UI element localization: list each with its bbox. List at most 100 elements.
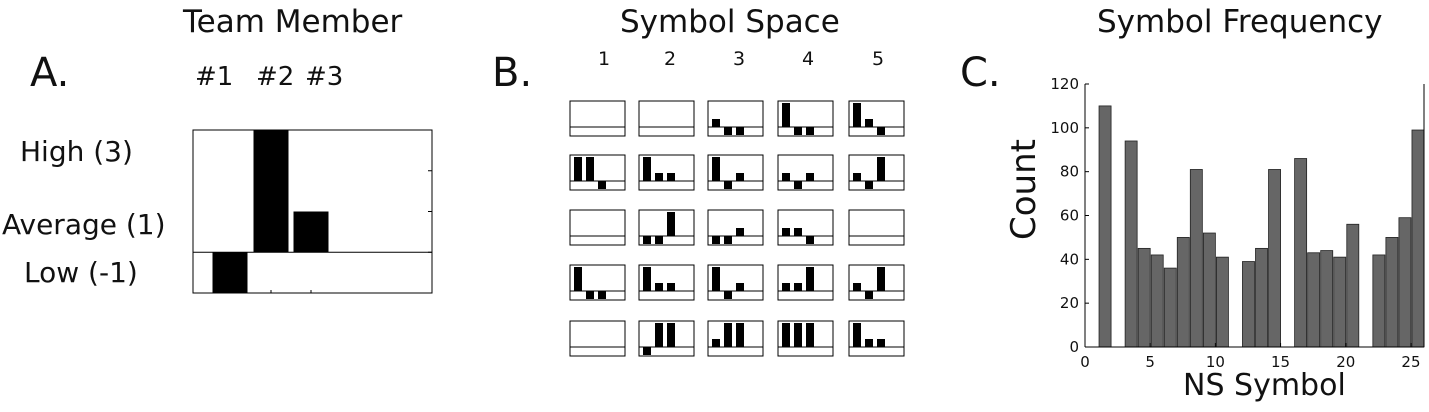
symbol-cell-r4-c3 (707, 264, 764, 301)
histogram-bar-3 (1124, 140, 1138, 348)
y-tick-label: 0 (1069, 338, 1079, 356)
symbol-bar (794, 228, 802, 236)
symbol-bar (782, 103, 790, 127)
symbol-cell-frame (848, 154, 905, 191)
member-label-1: #1 (195, 62, 234, 92)
level-label-high: High (3) (20, 135, 133, 168)
symbol-cell-r5-c3 (707, 320, 764, 357)
symbol-bar (574, 267, 582, 291)
symbol-bar (865, 119, 873, 127)
symbol-cell-r1-c5 (848, 100, 905, 137)
symbol-bar (806, 127, 814, 135)
member-label-2: #2 (256, 62, 295, 92)
panel-a-bar-1 (212, 252, 248, 293)
symbol-cell-r5-c2 (638, 320, 695, 357)
symbol-bar (712, 339, 720, 347)
symbol-bar (877, 339, 885, 347)
symbol-bar (724, 181, 732, 189)
x-tick-label: 10 (1206, 353, 1225, 371)
symbol-cell-frame (848, 209, 905, 246)
histogram-bar-18 (1320, 250, 1334, 348)
histogram-bar-12 (1242, 261, 1255, 348)
symbol-bar (865, 181, 873, 189)
column-label-4: 4 (802, 48, 815, 70)
symbol-cell-r5-c5 (848, 320, 905, 357)
symbol-bar (655, 283, 663, 291)
symbol-cell-r2-c4 (777, 154, 834, 191)
histogram-bar-1 (1098, 105, 1112, 348)
panel-b-letter: B. (492, 50, 533, 96)
symbol-cell-frame (848, 264, 905, 301)
histogram-bar-4 (1137, 247, 1151, 348)
symbol-bar (877, 267, 885, 291)
symbol-cell-r2-c1 (569, 154, 626, 191)
symbol-bar (712, 157, 720, 181)
symbol-bar (877, 157, 885, 181)
symbol-bar (853, 173, 861, 181)
symbol-cell-r3-c3 (707, 209, 764, 246)
symbol-bar (667, 283, 675, 291)
panel-c-letter: C. (960, 50, 1001, 96)
symbol-cell-r3-c1 (569, 209, 626, 246)
histogram-bar-6 (1163, 267, 1177, 348)
histogram-bar-16 (1294, 158, 1308, 348)
symbol-bar (724, 127, 732, 135)
y-tick-label: 120 (1050, 75, 1079, 93)
symbol-bar (712, 267, 720, 291)
symbol-bar (806, 267, 814, 291)
symbol-bar (643, 157, 651, 181)
histogram-bar-24 (1398, 217, 1412, 348)
symbol-cell-r1-c3 (707, 100, 764, 137)
histogram-bar-19 (1333, 256, 1347, 348)
symbol-cell-r2-c3 (707, 154, 764, 191)
histogram-bar-25 (1411, 129, 1425, 348)
symbol-bar (667, 212, 675, 236)
symbol-bar (736, 323, 744, 347)
symbol-bar (724, 236, 732, 244)
y-tick-label: 40 (1060, 250, 1079, 268)
x-tick-label: 20 (1336, 353, 1355, 371)
histogram-bar-13 (1255, 247, 1268, 348)
y-tick-label: 80 (1060, 163, 1079, 181)
symbol-cell-r2-c2 (638, 154, 695, 191)
symbol-bar (782, 228, 790, 236)
symbol-bar (586, 291, 594, 299)
column-label-5: 5 (872, 48, 885, 70)
level-label-low: Low (-1) (24, 256, 138, 289)
symbol-cell-frame (569, 320, 626, 357)
symbol-cell-r5-c1 (569, 320, 626, 357)
panel-a-bar-2 (253, 130, 289, 253)
histogram-bar-20 (1346, 223, 1360, 348)
symbol-cell-frame (569, 209, 626, 246)
symbol-bar (865, 339, 873, 347)
symbol-cell-r1-c1 (569, 100, 626, 137)
symbol-bar (724, 291, 732, 299)
symbol-cell-frame (707, 320, 764, 357)
symbol-bar (736, 283, 744, 291)
histogram-bar-14 (1268, 169, 1281, 348)
symbol-cell-frame (777, 154, 834, 191)
symbol-bar (736, 228, 744, 236)
level-label-average: Average (1) (2, 208, 166, 241)
symbol-bar (865, 291, 873, 299)
symbol-cell-frame (777, 264, 834, 301)
symbol-cell-r4-c2 (638, 264, 695, 301)
panel-a-bar-3 (293, 211, 329, 253)
symbol-bar (655, 236, 663, 244)
histogram-bar-17 (1307, 252, 1321, 348)
symbol-bar (598, 291, 606, 299)
y-tick-label: 60 (1060, 207, 1079, 225)
symbol-cell-r4-c4 (777, 264, 834, 301)
histogram-bar-9 (1202, 232, 1216, 348)
symbol-bar (667, 173, 675, 181)
panel-c-title: Symbol Frequency (1097, 4, 1383, 40)
column-label-3: 3 (733, 48, 746, 70)
symbol-cell-r3-c2 (638, 209, 695, 246)
symbol-cell-frame (777, 209, 834, 246)
symbol-bar (736, 127, 744, 135)
symbol-cell-frame (707, 100, 764, 137)
panel-a-letter: A. (30, 50, 70, 96)
symbol-bar (667, 323, 675, 347)
